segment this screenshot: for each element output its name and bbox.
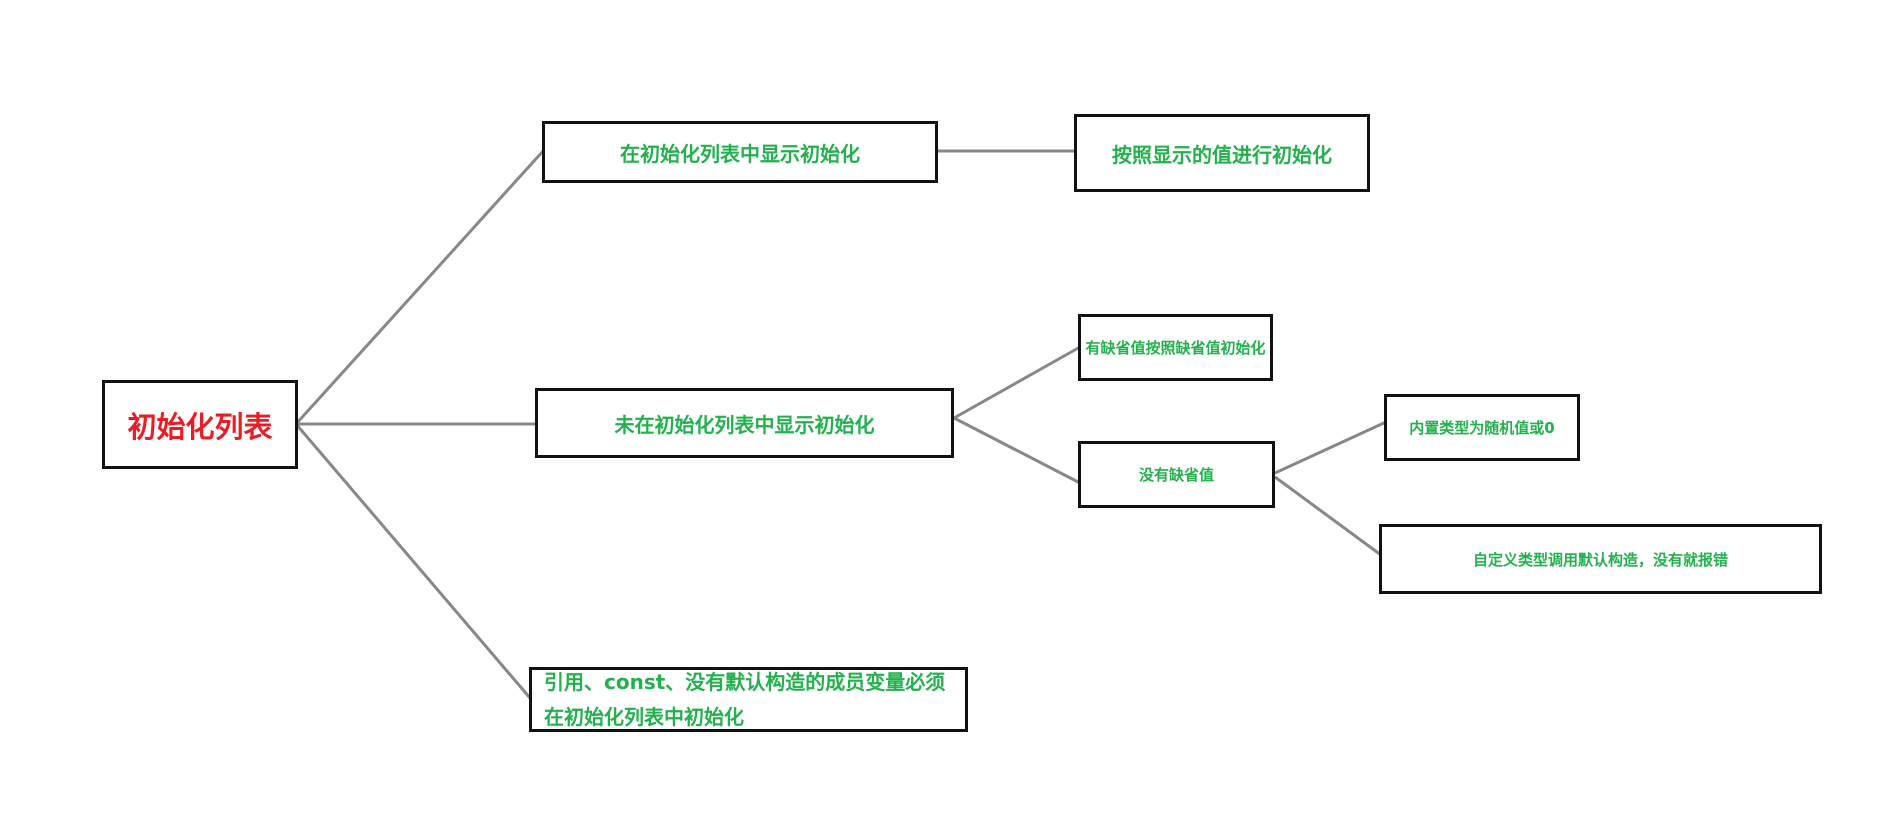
connector-not-explicit-to-no-default bbox=[953, 416, 1081, 485]
node-has-default: 有缺省值按照缺省值初始化 bbox=[1078, 314, 1273, 381]
connector-no-default-to-builtin bbox=[1274, 420, 1387, 475]
connector-not-explicit-to-has-default bbox=[953, 345, 1081, 420]
node-explicit-init: 在初始化列表中显示初始化 bbox=[542, 121, 938, 183]
node-not-explicit-init: 未在初始化列表中显示初始化 bbox=[535, 388, 954, 458]
node-explicit-result: 按照显示的值进行初始化 bbox=[1074, 114, 1370, 192]
must-init-line-2: 在初始化列表中初始化 bbox=[544, 704, 744, 729]
connector-root-to-explicit bbox=[294, 148, 546, 426]
root-node-initializer-list: 初始化列表 bbox=[102, 380, 298, 469]
node-custom-type: 自定义类型调用默认构造，没有就报错 bbox=[1379, 524, 1822, 594]
must-init-line-1: 引用、const、没有默认构造的成员变量必须 bbox=[544, 669, 946, 694]
connector-root-to-must-init bbox=[294, 423, 532, 699]
connector-no-default-to-custom bbox=[1274, 475, 1382, 557]
node-no-default: 没有缺省值 bbox=[1078, 441, 1275, 508]
node-must-init: 引用、const、没有默认构造的成员变量必须 在初始化列表中初始化 bbox=[529, 667, 968, 732]
node-builtin-type: 内置类型为随机值或0 bbox=[1384, 394, 1580, 461]
